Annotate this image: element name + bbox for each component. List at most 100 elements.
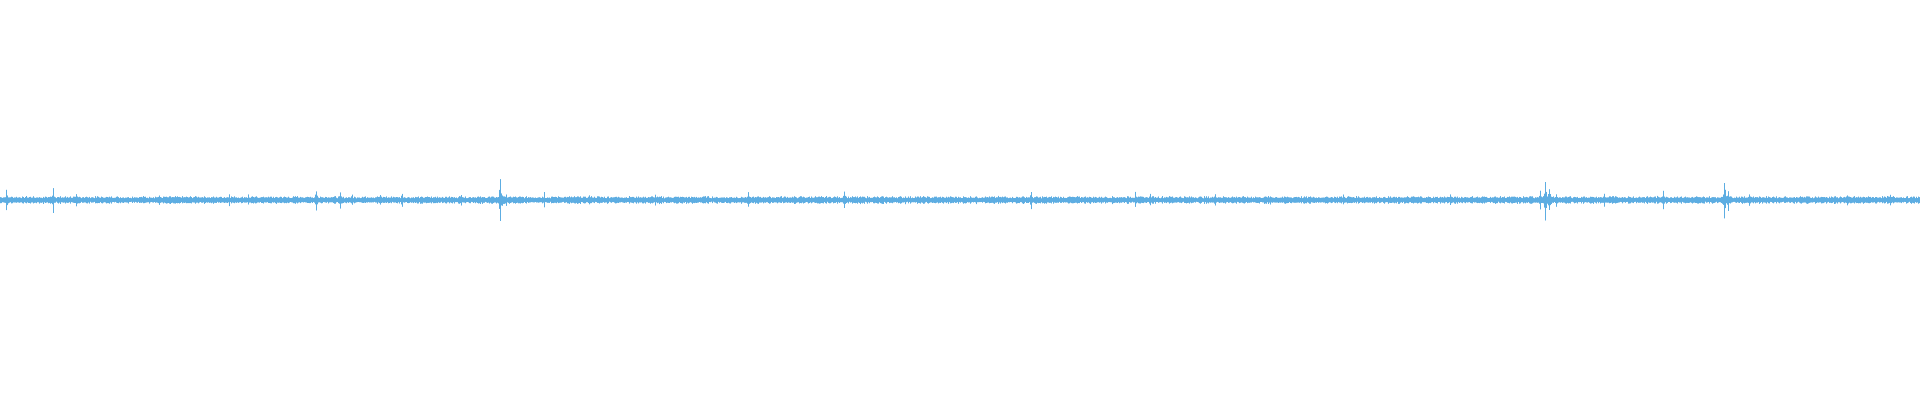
- waveform-sample: [598, 196, 599, 203]
- waveform-sample: [766, 197, 767, 203]
- waveform-sample: [542, 196, 543, 204]
- waveform-sample: [403, 197, 404, 203]
- waveform-sample: [747, 196, 748, 204]
- waveform-sample: [473, 197, 474, 203]
- waveform-sample: [1879, 197, 1880, 203]
- waveform-sample: [103, 197, 104, 203]
- waveform-sample: [1615, 196, 1616, 204]
- waveform-sample: [519, 196, 520, 204]
- waveform-sample: [952, 197, 953, 203]
- waveform-sample: [1307, 198, 1308, 203]
- waveform-sample: [575, 197, 576, 204]
- waveform-sample: [74, 196, 75, 203]
- waveform-sample: [1459, 197, 1460, 203]
- waveform-sample: [301, 197, 302, 203]
- waveform-sample: [1349, 196, 1350, 203]
- waveform-sample: [894, 197, 895, 203]
- waveform-sample: [718, 198, 719, 202]
- waveform-sample: [995, 197, 996, 203]
- waveform-sample: [348, 197, 349, 203]
- waveform-sample: [500, 179, 501, 221]
- waveform-sample: [605, 198, 606, 203]
- waveform-sample: [1688, 197, 1689, 203]
- waveform-sample: [1394, 196, 1395, 204]
- waveform-sample: [1024, 197, 1025, 204]
- waveform-sample: [595, 197, 596, 202]
- waveform-sample: [15, 197, 16, 203]
- waveform-sample: [296, 197, 297, 203]
- waveform-sample: [824, 197, 825, 203]
- waveform-sample: [1632, 197, 1633, 203]
- waveform-sample: [904, 197, 905, 203]
- waveform-sample: [989, 196, 990, 204]
- waveform-sample: [59, 197, 60, 203]
- waveform-sample: [803, 196, 804, 204]
- waveform-sample: [1757, 197, 1758, 203]
- waveform-sample: [1695, 197, 1696, 203]
- waveform-sample: [1021, 197, 1022, 203]
- waveform-sample: [1561, 198, 1562, 203]
- waveform-sample: [1185, 196, 1186, 203]
- waveform-sample: [1306, 196, 1307, 204]
- waveform-sample: [1490, 196, 1491, 203]
- waveform-sample: [1373, 197, 1374, 203]
- waveform-sample: [1165, 197, 1166, 203]
- waveform-sample: [933, 197, 934, 203]
- waveform-sample: [1887, 196, 1888, 204]
- waveform-sample: [1100, 197, 1101, 203]
- waveform-sample: [1826, 197, 1827, 204]
- waveform-sample: [826, 196, 827, 204]
- waveform-sample: [1271, 197, 1272, 203]
- waveform-sample: [1726, 196, 1727, 204]
- waveform-sample: [798, 197, 799, 203]
- waveform-sample: [685, 197, 686, 202]
- waveform-sample: [1337, 196, 1338, 204]
- waveform-sample: [544, 192, 545, 208]
- waveform-sample: [1361, 197, 1362, 203]
- waveform-sample: [714, 197, 715, 203]
- waveform-sample: [682, 196, 683, 204]
- waveform-sample: [54, 196, 55, 203]
- waveform-sample: [1080, 198, 1081, 202]
- waveform-sample: [1304, 196, 1305, 204]
- waveform-sample: [783, 197, 784, 204]
- waveform-sample: [1114, 197, 1115, 203]
- waveform-sample: [1473, 197, 1474, 203]
- waveform-sample: [1810, 197, 1811, 203]
- waveform-sample: [1676, 197, 1677, 203]
- waveform-sample: [248, 194, 249, 205]
- waveform-sample: [800, 196, 801, 203]
- waveform-sample: [372, 197, 373, 203]
- waveform-sample: [566, 197, 567, 203]
- waveform-sample: [104, 197, 105, 203]
- waveform-sample: [1909, 198, 1910, 202]
- waveform-sample: [810, 198, 811, 203]
- waveform-sample: [28, 197, 29, 203]
- waveform-sample: [931, 197, 932, 203]
- waveform-sample: [424, 197, 425, 203]
- waveform-sample: [1679, 197, 1680, 203]
- waveform-sample: [1477, 196, 1478, 204]
- waveform-sample: [423, 197, 424, 203]
- waveform-sample: [888, 197, 889, 202]
- waveform-sample: [1119, 197, 1120, 204]
- waveform-sample: [464, 197, 465, 203]
- waveform-sample: [1458, 197, 1459, 203]
- waveform-sample: [1319, 197, 1320, 203]
- waveform-sample: [429, 197, 430, 203]
- waveform-sample: [1017, 196, 1018, 204]
- waveform-sample: [948, 196, 949, 204]
- waveform-sample: [858, 197, 859, 203]
- waveform-sample: [536, 198, 537, 203]
- waveform-sample: [333, 197, 334, 203]
- waveform-sample: [1178, 197, 1179, 203]
- waveform-sample: [805, 197, 806, 203]
- waveform-sample: [1914, 196, 1915, 204]
- waveform-sample: [1545, 182, 1546, 221]
- waveform-sample: [1460, 198, 1461, 203]
- waveform-sample: [1191, 196, 1192, 204]
- waveform-sample: [911, 198, 912, 203]
- waveform-sample: [196, 196, 197, 203]
- waveform-sample: [1622, 197, 1623, 204]
